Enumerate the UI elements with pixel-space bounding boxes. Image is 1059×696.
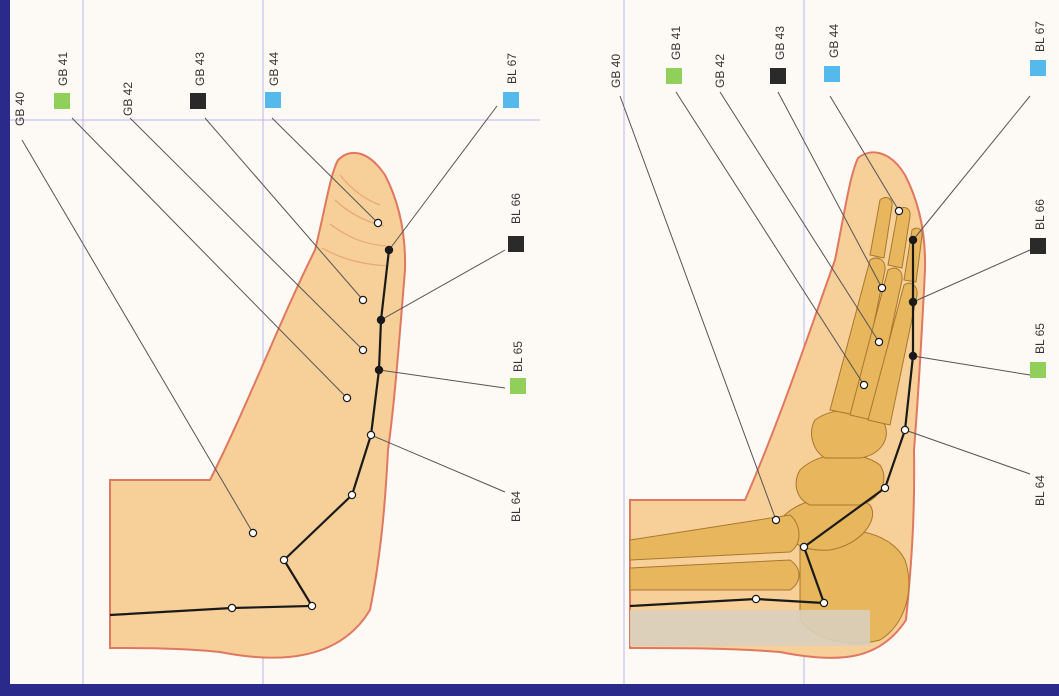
- acupoint-gb44: [374, 219, 381, 226]
- acupoint-open: [800, 543, 807, 550]
- acupoint-bl65: [375, 366, 382, 373]
- swatch-bl66-black: [1030, 238, 1046, 254]
- swatch-bl65-green: [1030, 362, 1046, 378]
- swatch-gb43-black: [770, 68, 786, 84]
- swatch-gb41-green: [54, 93, 70, 109]
- acupoint-gb40: [249, 529, 256, 536]
- label-bl65: BL 65: [511, 341, 525, 372]
- acupoint-bl65: [909, 352, 916, 359]
- label-gb41: GB 41: [669, 26, 683, 60]
- label-bl64: BL 64: [509, 491, 523, 522]
- acupoint-bl64: [367, 431, 374, 438]
- swatch-gb41-green: [666, 68, 682, 84]
- acupoint-gb42: [875, 338, 882, 345]
- label-bl67: BL 67: [1033, 21, 1047, 52]
- label-gb40: GB 40: [609, 54, 623, 88]
- acupoint-open: [881, 484, 888, 491]
- label-gb43: GB 43: [773, 26, 787, 60]
- acupoint-open: [228, 604, 235, 611]
- acupoint-bl64: [901, 426, 908, 433]
- acupoint-gb42: [359, 346, 366, 353]
- acupoint-gb43: [878, 284, 885, 291]
- acupoint-gb40: [772, 516, 779, 523]
- acupoint-open: [348, 491, 355, 498]
- sole-fat-pad: [630, 610, 870, 646]
- label-gb42: GB 42: [121, 82, 135, 116]
- label-bl65: BL 65: [1033, 323, 1047, 354]
- label-bl64: BL 64: [1033, 475, 1047, 506]
- swatch-gb44-blue: [824, 66, 840, 82]
- acupoint-open: [752, 595, 759, 602]
- acupoint-bl66: [377, 316, 384, 323]
- acupoint-gb41: [860, 381, 867, 388]
- swatch-bl66-black: [508, 236, 524, 252]
- swatch-bl65-green: [510, 378, 526, 394]
- label-bl67: BL 67: [505, 53, 519, 84]
- acupoint-bl67: [385, 246, 392, 253]
- acupoint-gb41: [343, 394, 350, 401]
- acupoint-bl66: [909, 298, 916, 305]
- acupoint-gb43: [359, 296, 366, 303]
- acupoint-open: [820, 599, 827, 606]
- swatch-bl67-blue: [503, 92, 519, 108]
- label-gb43: GB 43: [193, 52, 207, 86]
- label-gb42: GB 42: [713, 54, 727, 88]
- label-gb40: GB 40: [13, 92, 27, 126]
- label-gb44: GB 44: [827, 24, 841, 58]
- label-gb44: GB 44: [267, 52, 281, 86]
- label-bl66: BL 66: [1033, 199, 1047, 230]
- acupoint-open: [280, 556, 287, 563]
- swatch-gb43-black: [190, 93, 206, 109]
- acupoint-gb44: [895, 207, 902, 214]
- label-gb41: GB 41: [56, 52, 70, 86]
- swatch-bl67-blue: [1030, 60, 1046, 76]
- acupoint-open: [308, 602, 315, 609]
- label-bl66: BL 66: [509, 193, 523, 224]
- acupoint-bl67: [909, 236, 916, 243]
- swatch-gb44-blue: [265, 92, 281, 108]
